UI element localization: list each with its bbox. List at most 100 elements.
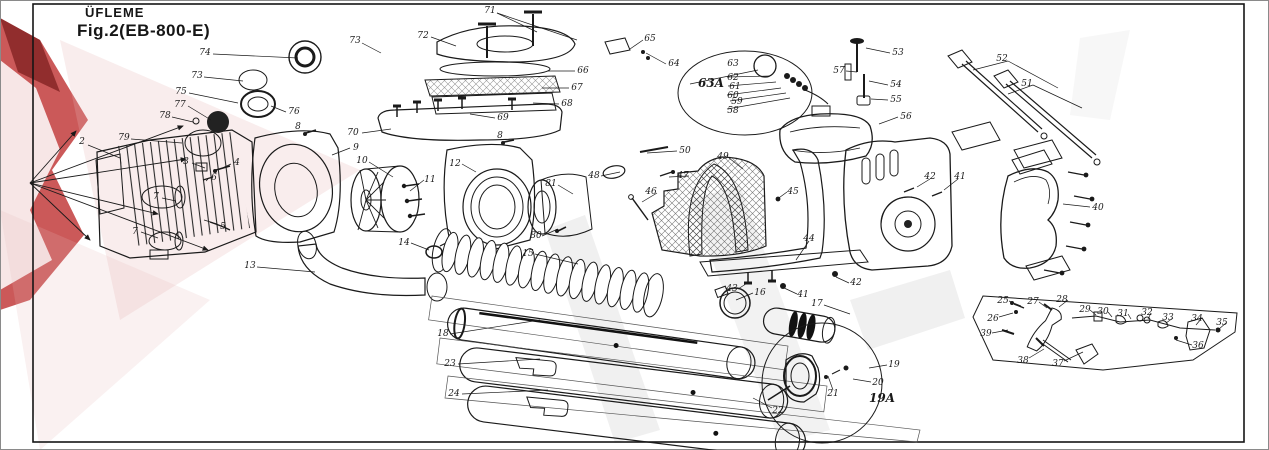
leader-line [191,162,206,169]
leader-line [827,375,834,391]
leader-line [641,192,658,203]
leader-line [729,92,787,102]
figure-number: Fig.2(EB-800-E) [77,21,211,40]
reference-arrow [29,182,159,216]
part-label-81: 81 [545,179,556,189]
leader-line [823,304,851,315]
part-label-72: 72 [417,31,429,41]
part-label-6: 6 [211,173,217,183]
part-label-28: 28 [1055,295,1068,305]
part-label-71: 71 [484,6,495,16]
part-label-19A: 19A [869,391,895,405]
leader-line [689,69,759,85]
part-label-24: 24 [447,389,460,399]
leader-line [870,98,889,101]
part-label-76: 76 [288,107,300,117]
reference-arrow [29,130,77,184]
leader-line [868,364,888,369]
drawing-border [32,3,1245,443]
part-label-31: 31 [1117,309,1128,319]
part-label-37: 37 [1052,359,1064,369]
part-label-46: 46 [644,187,657,197]
leader-line [646,150,678,154]
part-label-49: 49 [716,152,729,162]
blower-housing-assembly [251,129,781,251]
leader-line [1058,299,1069,308]
leader-line [161,197,177,202]
part-label-8: 8 [295,122,301,132]
part-label-67: 67 [571,83,583,93]
part-label-2: 2 [78,137,85,147]
part-label-43: 43 [725,284,738,294]
part-label-35: 35 [1216,318,1228,328]
part-label-52: 52 [996,54,1008,64]
part-label-4: 4 [233,158,240,168]
part-label-47: 47 [676,171,689,181]
leader-line [852,378,872,383]
part-label-23: 23 [443,359,456,369]
part-label-26: 26 [986,314,999,324]
leader-line [1218,322,1227,330]
leader-line [735,292,754,301]
leader-line [1107,311,1113,318]
part-label-54: 54 [890,80,902,90]
leader-line [496,12,538,33]
part-label-21: 21 [826,389,838,399]
part-label-78: 78 [159,111,171,121]
watermark-letters [545,30,1130,443]
leader-line [256,266,316,273]
leader-line [835,276,850,284]
leader-line [1089,309,1097,316]
part-label-63A: 63A [698,76,724,90]
reference-arrow [29,182,209,251]
leader-line [865,47,891,54]
part-label-25: 25 [996,296,1009,306]
leader-line [496,12,578,41]
leader-line [781,286,798,295]
reference-arrow [29,157,187,184]
leader-line [1038,301,1048,309]
part-label-10: 10 [356,156,368,166]
part-label-74: 74 [199,48,211,58]
leader-line [916,178,931,188]
leader-line [878,116,899,125]
part-label-14: 14 [398,238,410,248]
leader-line [203,76,244,82]
leader-lines [87,12,1227,409]
leader-line [87,144,121,159]
part-label-33: 33 [1162,313,1174,323]
part-label-12: 12 [449,159,461,169]
leader-line [943,178,959,191]
leader-line [1032,84,1083,109]
part-label-13: 13 [244,261,256,271]
part-label-22: 22 [771,406,784,416]
air-filter-assembly [377,10,650,141]
inlet-guard [651,156,767,257]
part-label-8: 8 [497,131,503,141]
leader-line [368,161,394,178]
part-label-77: 77 [174,100,186,110]
part-label-79: 79 [118,133,130,143]
part-label-80: 80 [530,231,542,241]
leader-line [645,52,667,65]
leader-line [1028,348,1045,359]
leader-line [629,39,644,50]
part-label-38: 38 [1017,356,1029,366]
part-label-36: 36 [1192,341,1204,351]
leader-line [217,163,232,171]
leader-line [461,163,477,173]
part-label-15: 15 [522,249,534,259]
part-label-41: 41 [796,290,808,300]
leader-line [410,242,430,251]
leader-line [1175,339,1193,346]
part-label-7: 7 [132,227,138,237]
leader-line [728,157,744,170]
reference-arrows [29,125,209,251]
leader-line [457,358,541,365]
leader-line [130,138,183,144]
leader-line [668,175,690,178]
part-label-55: 55 [890,95,902,105]
